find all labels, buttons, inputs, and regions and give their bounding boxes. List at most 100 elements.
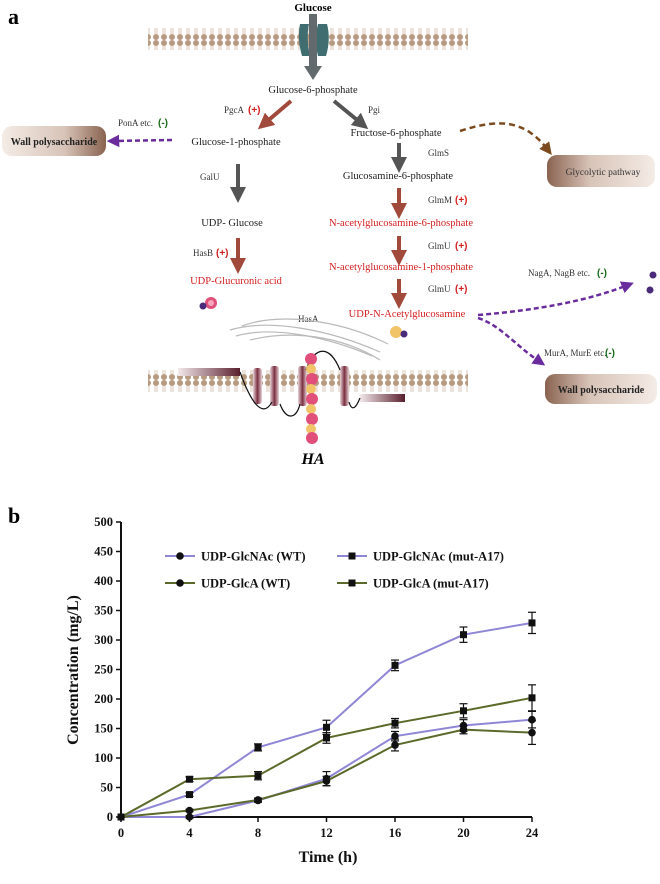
- nag1p-node: N-acetylglucosamine-1-phosphate: [329, 262, 473, 273]
- wall-right-label: Wall polysaccharide: [558, 385, 645, 396]
- mura-label: MurA, MurE etc.: [544, 348, 607, 358]
- data-point: [528, 694, 536, 702]
- legend-marker: [176, 579, 184, 587]
- pona-sign: (-): [158, 118, 168, 129]
- glmm-label: GlmM: [428, 195, 452, 205]
- data-point: [254, 796, 262, 804]
- y-tick-label: 50: [101, 781, 114, 795]
- legend-label: UDP-GlcNAc (WT): [201, 550, 306, 564]
- y-tick-label: 100: [94, 751, 113, 765]
- hasb-label: HasB: [193, 248, 213, 258]
- y-tick-label: 300: [94, 633, 113, 647]
- data-point: [322, 777, 331, 785]
- udp-glucose-node: UDP- Glucose: [201, 218, 263, 229]
- ha-label: HA: [300, 451, 324, 468]
- y-tick-label: 250: [94, 663, 113, 677]
- naga-label: NagA, NagB etc.: [528, 268, 590, 278]
- legend-marker: [348, 552, 356, 560]
- udp-glca-molecule-icon: [199, 297, 217, 310]
- product-dot-icon: [646, 286, 654, 294]
- panel-b-label: b: [8, 503, 20, 528]
- legend-label: UDP-GlcNAc (mut-A17): [373, 550, 504, 564]
- y-tick-label: 350: [94, 604, 113, 618]
- arrow-udpglcnac-wall: [477, 316, 546, 366]
- naga-sign: (-): [597, 268, 607, 279]
- top-membrane: [148, 28, 468, 50]
- glmu1-label: GlmU: [428, 241, 451, 251]
- data-point: [185, 813, 194, 821]
- data-point: [460, 631, 467, 639]
- data-point: [391, 741, 399, 749]
- data-point: [528, 728, 536, 737]
- x-tick-label: 0: [118, 826, 124, 840]
- x-tick-label: 12: [320, 826, 333, 840]
- glmm-sign: (+): [455, 195, 468, 206]
- arrow-g6p-g1p: [257, 99, 293, 130]
- series-1: [117, 611, 536, 821]
- data-point: [323, 734, 330, 742]
- y-tick-label: 500: [94, 515, 113, 529]
- nag6p-node: N-acetylglucosamine-6-phosphate: [329, 218, 473, 229]
- hasa-protein: [178, 350, 405, 417]
- legend-item: UDP-GlcNAc (WT): [165, 550, 306, 564]
- glmu2-sign: (+): [455, 284, 468, 295]
- data-point: [391, 732, 399, 740]
- galu-label: GalU: [200, 172, 220, 182]
- data-point: [185, 806, 194, 815]
- data-point: [254, 772, 262, 780]
- legend-marker: [176, 552, 184, 560]
- wall-left-label: Wall polysaccharide: [11, 137, 98, 148]
- pgca-sign: (+): [248, 105, 261, 116]
- y-tick-label: 400: [94, 574, 113, 588]
- udp-glcnac-node: UDP-N-Acetylglucosamine: [349, 309, 466, 320]
- x-tick-label: 20: [457, 826, 470, 840]
- f6p-node: Fructose-6-phosphate: [351, 128, 442, 139]
- data-point: [254, 743, 262, 751]
- y-tick-label: 0: [107, 810, 113, 824]
- legend-label: UDP-GlcA (mut-A17): [373, 577, 489, 591]
- arrow-udpglcnac-nag: [477, 281, 634, 317]
- arrow-g1p-wall: [106, 134, 173, 148]
- g1p-node: Glucose-1-phosphate: [191, 137, 281, 148]
- g6p-node: Glucose-6-phosphate: [268, 85, 358, 96]
- data-point: [391, 719, 399, 727]
- y-tick-label: 450: [94, 545, 113, 559]
- data-point: [528, 619, 536, 627]
- pona-label: PonA etc.: [118, 118, 153, 128]
- pgca-label: PgcA: [224, 105, 245, 115]
- legend-item: UDP-GlcA (mut-A17): [337, 577, 489, 591]
- x-tick-label: 16: [389, 826, 402, 840]
- data-point: [528, 715, 536, 724]
- udp-glca-node: UDP-Glucuronic acid: [190, 276, 283, 287]
- mura-sign: (-): [605, 348, 615, 359]
- series-line: [120, 696, 533, 818]
- udp-glcnac-molecule-icon: [390, 326, 408, 338]
- ha-chain: [305, 353, 318, 444]
- chart-legend: UDP-GlcNAc (WT) UDP-GlcNAc (mut-A17) UDP-G…: [165, 550, 504, 591]
- data-point: [459, 725, 468, 734]
- wall-polysaccharide-right: Wall polysaccharide: [545, 374, 657, 404]
- glmu2-label: GlmU: [428, 284, 451, 294]
- arrow-g6p-f6p: [332, 99, 369, 130]
- glucose-label: Glucose: [294, 2, 331, 14]
- arrow-f6p-glycolytic: [459, 122, 552, 155]
- glmu1-sign: (+): [455, 241, 468, 252]
- data-point: [186, 775, 193, 783]
- data-point: [460, 707, 467, 715]
- gln6p-node: Glucosamine-6-phosphate: [343, 171, 454, 182]
- glycolytic-label: Glycolytic pathway: [566, 168, 641, 178]
- y-tick-label: 150: [94, 722, 113, 736]
- series-3: [117, 684, 536, 821]
- x-tick-label: 4: [186, 826, 193, 840]
- chart-series: [117, 611, 536, 821]
- hasa-label: HasA: [298, 314, 319, 324]
- legend-marker: [348, 579, 356, 587]
- legend-item: UDP-GlcNAc (mut-A17): [337, 550, 504, 564]
- y-axis-title: Concentration (mg/L): [65, 595, 82, 745]
- legend-label: UDP-GlcA (WT): [201, 577, 290, 591]
- wall-polysaccharide-left: Wall polysaccharide: [2, 126, 106, 156]
- x-tick-label: 8: [255, 826, 261, 840]
